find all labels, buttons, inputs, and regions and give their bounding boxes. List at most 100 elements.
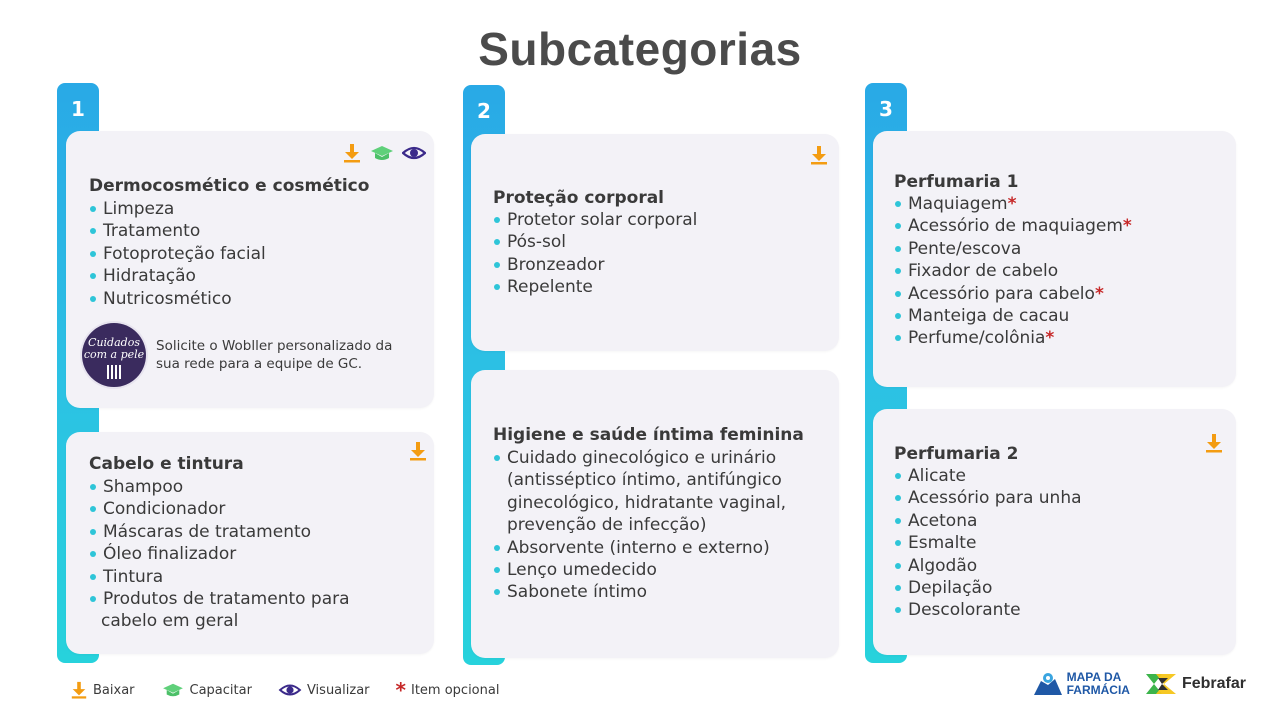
card-protecao-corporal: Proteção corporal Protetor solar corpora… (471, 134, 839, 351)
list-item-continuation: ginecológico, hidratante vaginal, (507, 492, 787, 513)
card-title: Dermocosmético e cosmético (89, 176, 370, 196)
optional-marker: * (1045, 328, 1055, 349)
list-item: Acessório para cabelo* (894, 283, 1132, 305)
list-item: Sabonete íntimo (493, 581, 786, 603)
logo-text: Febrafar (1181, 675, 1246, 692)
list-item: Depilação (894, 577, 1082, 599)
febrafar-mark-icon (1145, 674, 1176, 694)
list-item: Esmalte (894, 532, 1082, 554)
column-number: 3 (879, 97, 893, 121)
footer-logos: MAPA DA FARMÁCIA Febrafar (1033, 670, 1246, 698)
subcategory-list: Protetor solar corporal Pós-sol Bronzead… (493, 209, 697, 299)
list-item: Bronzeador (493, 254, 697, 276)
list-item: Perfume/colônia* (894, 327, 1132, 349)
list-item: Algodão (894, 555, 1082, 577)
card-title: Higiene e saúde íntima feminina (493, 425, 804, 445)
eye-icon[interactable] (402, 143, 426, 163)
badge-line: Cuidados (88, 336, 140, 349)
legend-label: Baixar (93, 682, 135, 698)
list-item: Acessório para unha (894, 487, 1082, 509)
card-icons (1204, 433, 1224, 453)
list-item: Produtos de tratamento para (89, 588, 350, 610)
list-item: Shampoo (89, 476, 350, 498)
list-item-continuation: cabelo em geral (101, 611, 239, 632)
card-title: Proteção corporal (493, 188, 664, 208)
list-item: Cuidado ginecológico e urinário (493, 447, 786, 469)
list-item: Alicate (894, 465, 1082, 487)
card-cabelo: Cabelo e tintura Shampoo Condicionador M… (66, 432, 434, 654)
column-number: 1 (71, 97, 85, 121)
badge-line: com a pele (83, 348, 145, 361)
list-item: Descolorante (894, 599, 1082, 621)
column-number: 2 (477, 99, 491, 123)
item-label: Acessório para cabelo (908, 283, 1095, 304)
wobbler-badge-image: Cuidados com a pele (82, 323, 146, 387)
wobbler-promo: Cuidados com a pele Solicite o Wobller p… (82, 323, 396, 387)
list-item: Hidratação (89, 265, 266, 287)
graduation-cap-icon (161, 681, 185, 699)
page-title: Subcategorias (478, 23, 802, 75)
list-item: Condicionador (89, 498, 350, 520)
logo-text: MAPA DA (1066, 670, 1122, 684)
subcategory-list: Cuidado ginecológico e urinário (antissé… (493, 447, 786, 604)
download-icon[interactable] (809, 145, 829, 165)
list-item: Acessório de maquiagem* (894, 215, 1132, 237)
list-item: Pente/escova (894, 238, 1132, 260)
map-pin-icon (1033, 673, 1062, 695)
febrafar-logo: Febrafar (1144, 670, 1246, 698)
card-icons (342, 143, 426, 163)
subcategory-list: Limpeza Tratamento Fotoproteção facial H… (89, 198, 266, 310)
legend: Baixar Capacitar Visualizar * Item opcio… (70, 678, 525, 702)
card-higiene-intima: Higiene e saúde íntima feminina Cuidado … (471, 370, 839, 658)
legend-baixar: Baixar (70, 681, 135, 699)
list-item: Manteiga de cacau (894, 305, 1132, 327)
legend-label: Capacitar (189, 682, 252, 698)
item-label: Maquiagem (908, 194, 1008, 214)
list-item: Nutricosmético (89, 288, 266, 310)
optional-marker: * (1007, 194, 1017, 214)
optional-marker: * (1094, 283, 1104, 304)
download-icon (70, 681, 88, 699)
card-icons (408, 441, 428, 461)
card-icons (809, 145, 829, 165)
qr-code-icon (107, 365, 121, 379)
list-item: Repelente (493, 276, 697, 298)
list-item: Tintura (89, 566, 350, 588)
list-item: Fixador de cabelo (894, 260, 1132, 282)
list-item: Maquiagem* (894, 193, 1132, 215)
list-item: Limpeza (89, 198, 266, 220)
list-item: Acetona (894, 510, 1082, 532)
optional-marker: * (1122, 216, 1132, 237)
subcategory-list: Shampoo Condicionador Máscaras de tratam… (89, 476, 350, 633)
promo-text: Solicite o Wobller personalizado da sua … (156, 338, 393, 372)
card-dermocosmetico: Dermocosmético e cosmético Limpeza Trata… (66, 131, 434, 408)
list-item: Óleo finalizador (89, 543, 350, 565)
list-item: Máscaras de tratamento (89, 521, 350, 543)
logo-text: FARMÁCIA (1066, 683, 1130, 697)
card-title: Perfumaria 2 (894, 444, 1019, 464)
legend-label: Item opcional (410, 682, 500, 698)
eye-icon (278, 681, 302, 699)
mapa-da-farmacia-logo: MAPA DA FARMÁCIA (1033, 671, 1130, 697)
subcategory-list: Alicate Acessório para unha Acetona Esma… (894, 465, 1082, 622)
download-icon[interactable] (342, 143, 362, 163)
graduation-cap-icon[interactable] (370, 143, 394, 163)
legend-capacitar: Capacitar (161, 681, 252, 699)
legend-opcional: * Item opcional (395, 678, 500, 702)
list-item: Protetor solar corporal (493, 209, 697, 231)
subcategory-list: Maquiagem* Acessório de maquiagem* Pente… (894, 193, 1132, 350)
card-perfumaria-2: Perfumaria 2 Alicate Acessório para unha… (873, 409, 1236, 655)
list-item: Absorvente (interno e externo) (493, 537, 786, 559)
download-icon[interactable] (1204, 433, 1224, 453)
card-perfumaria-1: Perfumaria 1 Maquiagem* Acessório de maq… (873, 131, 1236, 387)
download-icon[interactable] (408, 441, 428, 461)
list-item: Tratamento (89, 220, 266, 242)
legend-label: Visualizar (306, 682, 370, 698)
list-item: Lenço umedecido (493, 559, 786, 581)
list-item-continuation: (antisséptico íntimo, antifúngico (507, 470, 782, 491)
legend-visualizar: Visualizar (278, 681, 370, 699)
list-item: Fotoproteção facial (89, 243, 266, 265)
list-item-continuation: prevenção de infecção) (507, 515, 707, 536)
asterisk-icon: * (395, 678, 406, 702)
item-label: Acessório de maquiagem (908, 216, 1123, 237)
